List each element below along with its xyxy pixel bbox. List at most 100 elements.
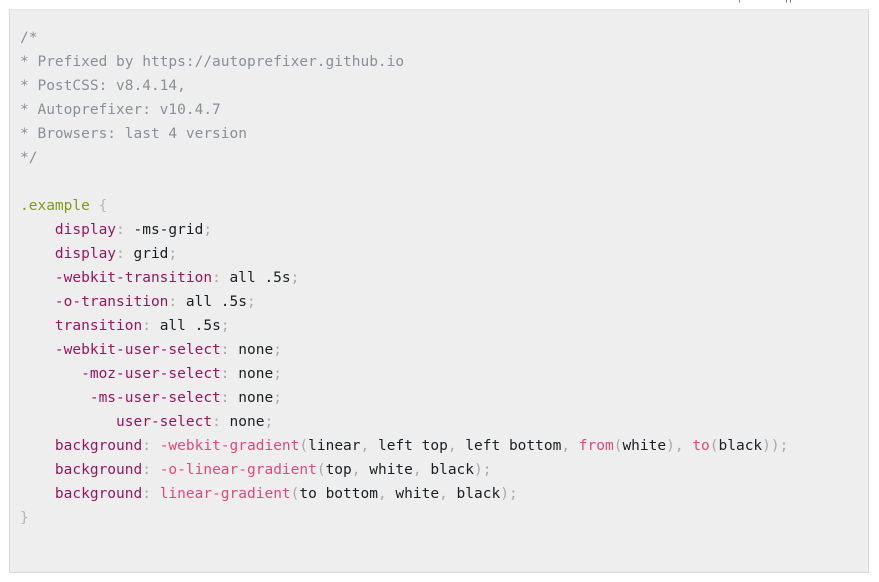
code-line[interactable]: * Prefixed by https://autoprefixer.githu… bbox=[20, 50, 868, 74]
code-line[interactable]: } bbox=[20, 506, 868, 530]
css-punctuation: ; bbox=[508, 486, 518, 502]
code-line[interactable]: -webkit-transition: all .5s; bbox=[20, 266, 868, 290]
code-line[interactable]: -moz-user-select: none; bbox=[20, 362, 868, 386]
css-semicolon: ; bbox=[273, 366, 282, 382]
code-line[interactable]: .example { bbox=[20, 194, 868, 218]
css-semicolon: ; bbox=[247, 294, 256, 310]
code-line[interactable] bbox=[20, 170, 868, 194]
clipped-text-fragment-c: | bbox=[789, 0, 792, 3]
css-value: all .5s bbox=[177, 294, 247, 310]
code-indent bbox=[20, 222, 55, 238]
code-line[interactable]: /* bbox=[20, 26, 868, 50]
css-property: -webkit-transition bbox=[54, 270, 213, 286]
css-function-name: from bbox=[578, 438, 614, 454]
css-punctuation: ) bbox=[770, 438, 780, 454]
code-line[interactable]: display: -ms-grid; bbox=[20, 218, 868, 242]
code-line[interactable]: background: -o-linear-gradient(top, whit… bbox=[20, 458, 868, 482]
css-punctuation: , bbox=[561, 438, 571, 454]
css-semicolon: ; bbox=[203, 222, 213, 238]
css-punctuation: ; bbox=[779, 438, 789, 454]
code-line[interactable]: -o-transition: all .5s; bbox=[20, 290, 868, 314]
code-indent bbox=[20, 342, 55, 358]
css-value: all .5s bbox=[150, 318, 221, 334]
css-property: transition bbox=[54, 318, 143, 334]
code-line[interactable]: */ bbox=[20, 146, 868, 170]
code-indent bbox=[20, 366, 81, 382]
css-semicolon: ; bbox=[168, 246, 178, 262]
css-property: background bbox=[54, 462, 143, 478]
css-value: white bbox=[386, 486, 440, 502]
css-punctuation: ( bbox=[613, 438, 623, 454]
code-output-panel[interactable]: /* * Prefixed by https://autoprefixer.git… bbox=[9, 9, 869, 573]
code-indent bbox=[20, 246, 55, 262]
code-indent bbox=[20, 462, 55, 478]
code-line[interactable]: * PostCSS: v8.4.14, bbox=[20, 74, 868, 98]
css-value: white bbox=[622, 438, 667, 454]
css-value: left top bbox=[369, 438, 448, 454]
clipped-text-fragment-a: | bbox=[738, 0, 741, 3]
css-value bbox=[151, 462, 160, 478]
css-close-brace: } bbox=[20, 510, 29, 526]
css-colon: : bbox=[142, 486, 151, 502]
code-line[interactable]: display: grid; bbox=[20, 242, 868, 266]
code-indent bbox=[20, 390, 90, 406]
css-semicolon: ; bbox=[290, 270, 300, 286]
code-indent bbox=[20, 438, 55, 454]
css-value: black bbox=[718, 438, 763, 454]
css-semicolon: ; bbox=[273, 390, 282, 406]
code-line[interactable]: * Browsers: last 4 version bbox=[20, 122, 868, 146]
css-value: none bbox=[229, 342, 274, 358]
css-property: display bbox=[54, 222, 117, 238]
css-colon: : bbox=[220, 390, 230, 406]
css-colon: : bbox=[168, 294, 178, 310]
css-property: background bbox=[54, 438, 143, 454]
css-value: linear bbox=[308, 438, 361, 454]
css-punctuation: , bbox=[351, 462, 361, 478]
code-line[interactable]: transition: all .5s; bbox=[20, 314, 868, 338]
css-punctuation: ( bbox=[290, 486, 300, 502]
code-indent bbox=[20, 294, 55, 310]
code-indent bbox=[20, 318, 55, 334]
css-semicolon: ; bbox=[264, 414, 274, 430]
css-property: -o-transition bbox=[54, 294, 169, 310]
css-property: user-select bbox=[116, 414, 213, 430]
code-line[interactable]: * Autoprefixer: v10.4.7 bbox=[20, 98, 868, 122]
css-value: to bottom bbox=[299, 486, 378, 502]
css-property: -webkit-user-select bbox=[54, 342, 221, 358]
css-punctuation: , bbox=[360, 438, 370, 454]
css-value bbox=[684, 438, 693, 454]
code-line[interactable]: background: -webkit-gradient(linear, lef… bbox=[20, 434, 868, 458]
css-property: -ms-user-select bbox=[89, 390, 221, 406]
code-line[interactable]: user-select: none; bbox=[20, 410, 868, 434]
css-function-name: -webkit-gradient bbox=[159, 438, 300, 454]
css-semicolon: ; bbox=[273, 342, 282, 358]
css-colon: : bbox=[220, 342, 230, 358]
css-value bbox=[570, 438, 579, 454]
css-value: black bbox=[421, 462, 475, 478]
css-colon: : bbox=[142, 318, 151, 334]
clipped-toolbar-fragments: | | | bbox=[0, 0, 879, 9]
css-colon: : bbox=[212, 414, 221, 430]
clipped-text-fragment-b: | bbox=[785, 0, 788, 3]
css-punctuation: , bbox=[447, 438, 457, 454]
css-punctuation: ( bbox=[709, 438, 719, 454]
code-indent bbox=[20, 270, 55, 286]
css-colon: : bbox=[212, 270, 221, 286]
css-property: background bbox=[54, 486, 143, 502]
code-line[interactable]: -ms-user-select: none; bbox=[20, 386, 868, 410]
css-value: none bbox=[229, 366, 274, 382]
code-comment: * Browsers: last 4 version bbox=[20, 126, 247, 142]
code-listing[interactable]: /* * Prefixed by https://autoprefixer.git… bbox=[10, 10, 868, 530]
css-punctuation: ; bbox=[482, 462, 492, 478]
css-punctuation: , bbox=[412, 462, 422, 478]
code-comment: /* bbox=[20, 30, 38, 46]
css-value: top bbox=[325, 462, 352, 478]
code-comment: */ bbox=[20, 150, 38, 166]
code-line[interactable]: -webkit-user-select: none; bbox=[20, 338, 868, 362]
css-value: black bbox=[447, 486, 501, 502]
css-punctuation: ) bbox=[666, 438, 675, 454]
code-indent bbox=[20, 486, 55, 502]
css-property: display bbox=[54, 246, 117, 262]
code-line[interactable]: background: linear-gradient(to bottom, w… bbox=[20, 482, 868, 506]
